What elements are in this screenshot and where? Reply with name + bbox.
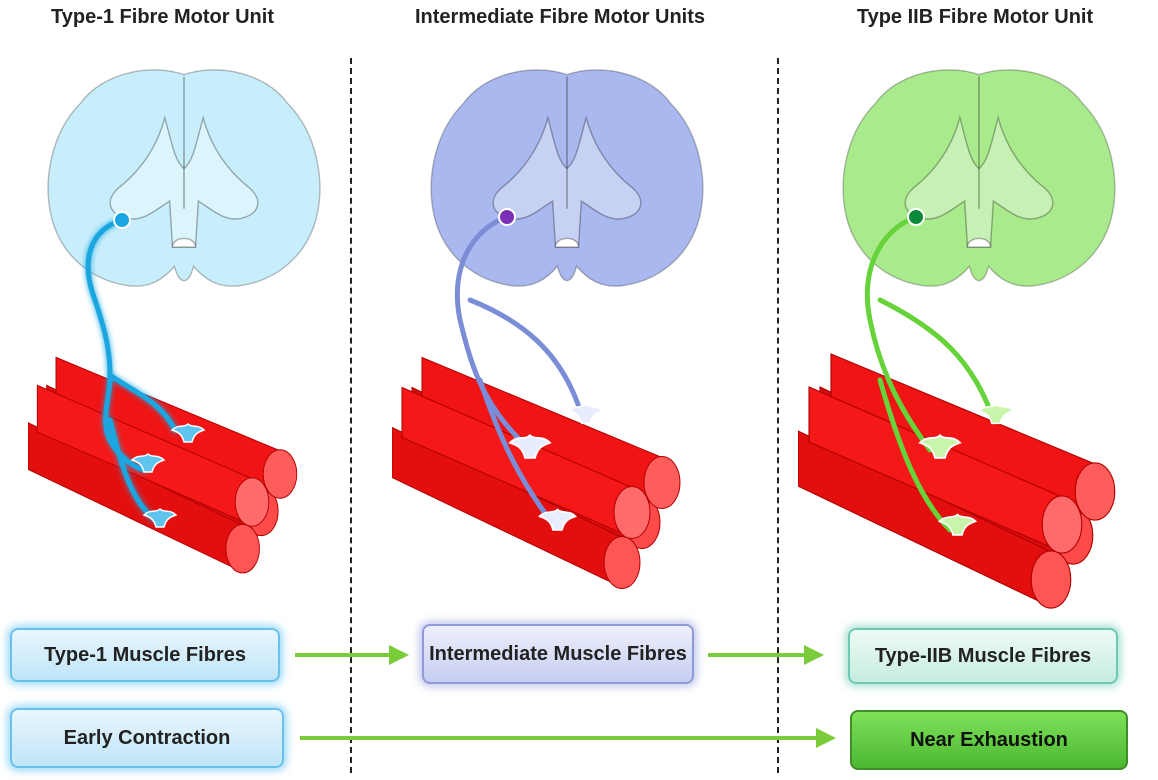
box-type2b-muscle-fibres: Type-IIB Muscle Fibres (848, 628, 1118, 684)
type2b-nerve-fibres (864, 214, 993, 533)
intermediate-nerve-fibres (454, 214, 583, 523)
intermediate-spinal-cord (430, 69, 704, 287)
type1-muscle-bundle (28, 356, 298, 574)
divider-left (350, 58, 352, 773)
type2b-muscle-bundle (798, 353, 1116, 609)
title-type2b-motor-unit: Type IIB Fibre Motor Unit (856, 6, 1094, 28)
type2b-spinal-cord (842, 69, 1116, 287)
box-near-exhaustion: Near Exhaustion (850, 710, 1128, 770)
title-type1-motor-unit: Type-1 Fibre Motor Unit (51, 6, 274, 28)
title-intermediate-motor-units: Intermediate Fibre Motor Units (414, 6, 706, 28)
box-intermediate-muscle-fibres: Intermediate Muscle Fibres (422, 624, 694, 684)
divider-right (777, 58, 779, 773)
intermediate-motor-neuron (498, 208, 516, 226)
type2b-motor-neuron (907, 208, 925, 226)
box-type1-muscle-fibres: Type-1 Muscle Fibres (10, 628, 280, 682)
intermediate-muscle-bundle (392, 356, 681, 590)
type1-motor-neuron (113, 211, 131, 229)
box-early-contraction: Early Contraction (10, 708, 284, 768)
